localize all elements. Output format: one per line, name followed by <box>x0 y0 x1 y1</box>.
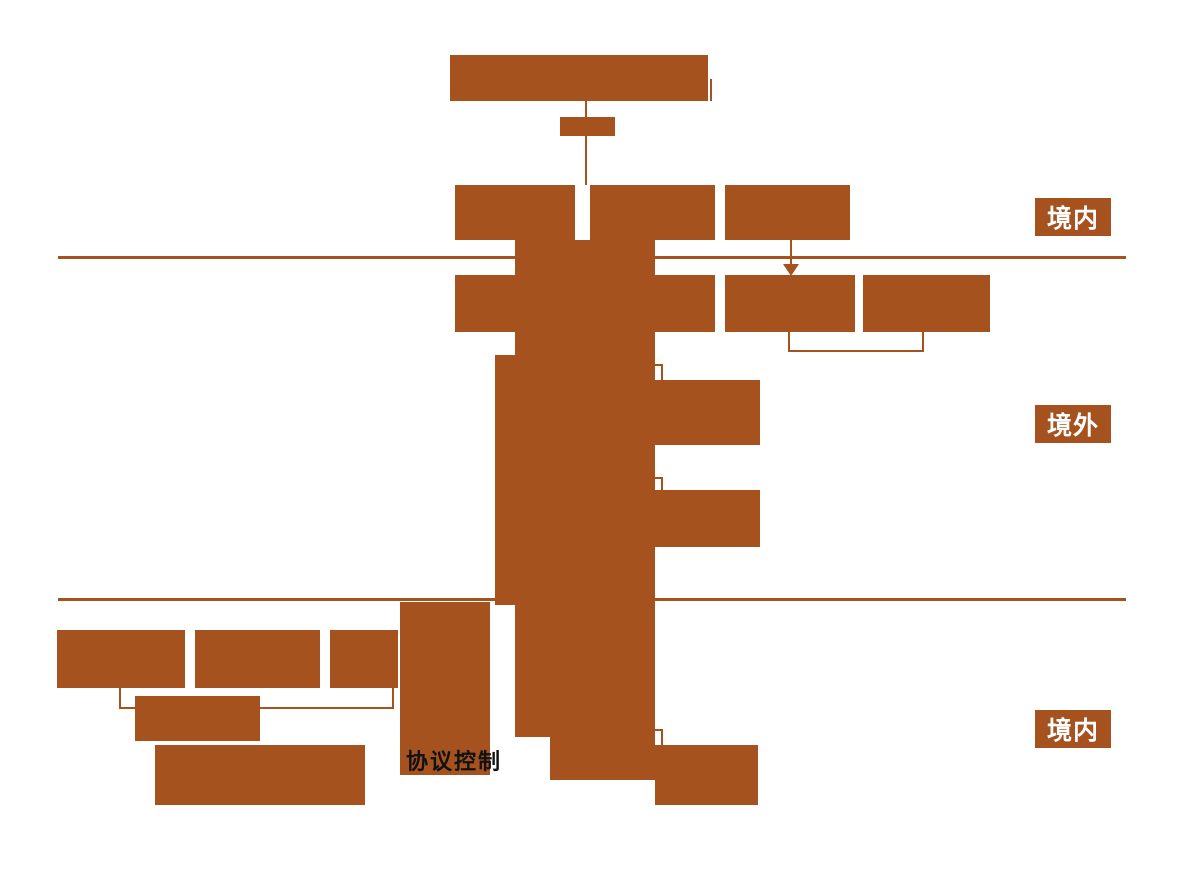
ownership-arrow-line <box>790 240 792 266</box>
parent-entity-box <box>450 55 708 101</box>
bracket-right-line <box>922 332 924 352</box>
domestic-entity-box-4 <box>135 696 260 741</box>
region-label-onshore-bottom: 境内 <box>1035 710 1111 748</box>
contractual-control-label: 协议控制 <box>406 749 503 774</box>
holding-chain-column-bottom <box>550 735 655 780</box>
holding-chain-column-left-extension <box>495 355 517 605</box>
domestic-entity-box-5 <box>155 745 365 805</box>
region-label-onshore-top-text: 境内 <box>1046 205 1099 233</box>
region-label-offshore: 境外 <box>1035 405 1111 443</box>
subsidiary-box-bottom-right <box>655 745 758 805</box>
region-label-onshore-bottom-text: 境内 <box>1046 717 1099 745</box>
region-label-onshore-top: 境内 <box>1035 198 1111 236</box>
bottom-bracket-right-line <box>392 688 394 709</box>
holding-chain-column <box>515 240 655 737</box>
onshore-entity-box-1 <box>455 185 575 240</box>
bracket-left-line <box>788 332 790 352</box>
offshore-subsidiary-box-2 <box>655 490 760 547</box>
parent-to-row1-connector-line <box>585 101 587 185</box>
domestic-entity-box-1 <box>57 630 185 688</box>
elbow-connector-1-horizontal <box>655 364 663 366</box>
domestic-entity-box-2 <box>195 630 320 688</box>
elbow-connector-3-vertical <box>661 729 663 746</box>
offshore-entity-box-4 <box>863 275 990 332</box>
domestic-entity-box-3 <box>330 630 398 688</box>
parent-box-corner-line <box>710 79 712 101</box>
offshore-entity-box-3 <box>725 275 855 332</box>
bottom-bracket-left-line <box>119 688 121 709</box>
connector-label-box <box>560 117 615 136</box>
onshore-entity-box-3 <box>725 185 850 240</box>
elbow-connector-1-vertical <box>661 364 663 381</box>
offshore-subsidiary-box-1 <box>655 380 760 445</box>
domestic-entity-box-tall <box>400 602 490 775</box>
region-label-offshore-text: 境外 <box>1046 412 1099 440</box>
onshore-entity-box-2 <box>590 185 715 240</box>
elbow-connector-2-horizontal <box>655 477 663 479</box>
elbow-connector-3-horizontal <box>655 729 663 731</box>
elbow-connector-2-vertical <box>661 477 663 491</box>
bracket-horizontal-line <box>788 350 924 352</box>
ownership-arrow-head-icon <box>783 264 799 276</box>
divider-offshore-onshore <box>58 598 1126 601</box>
